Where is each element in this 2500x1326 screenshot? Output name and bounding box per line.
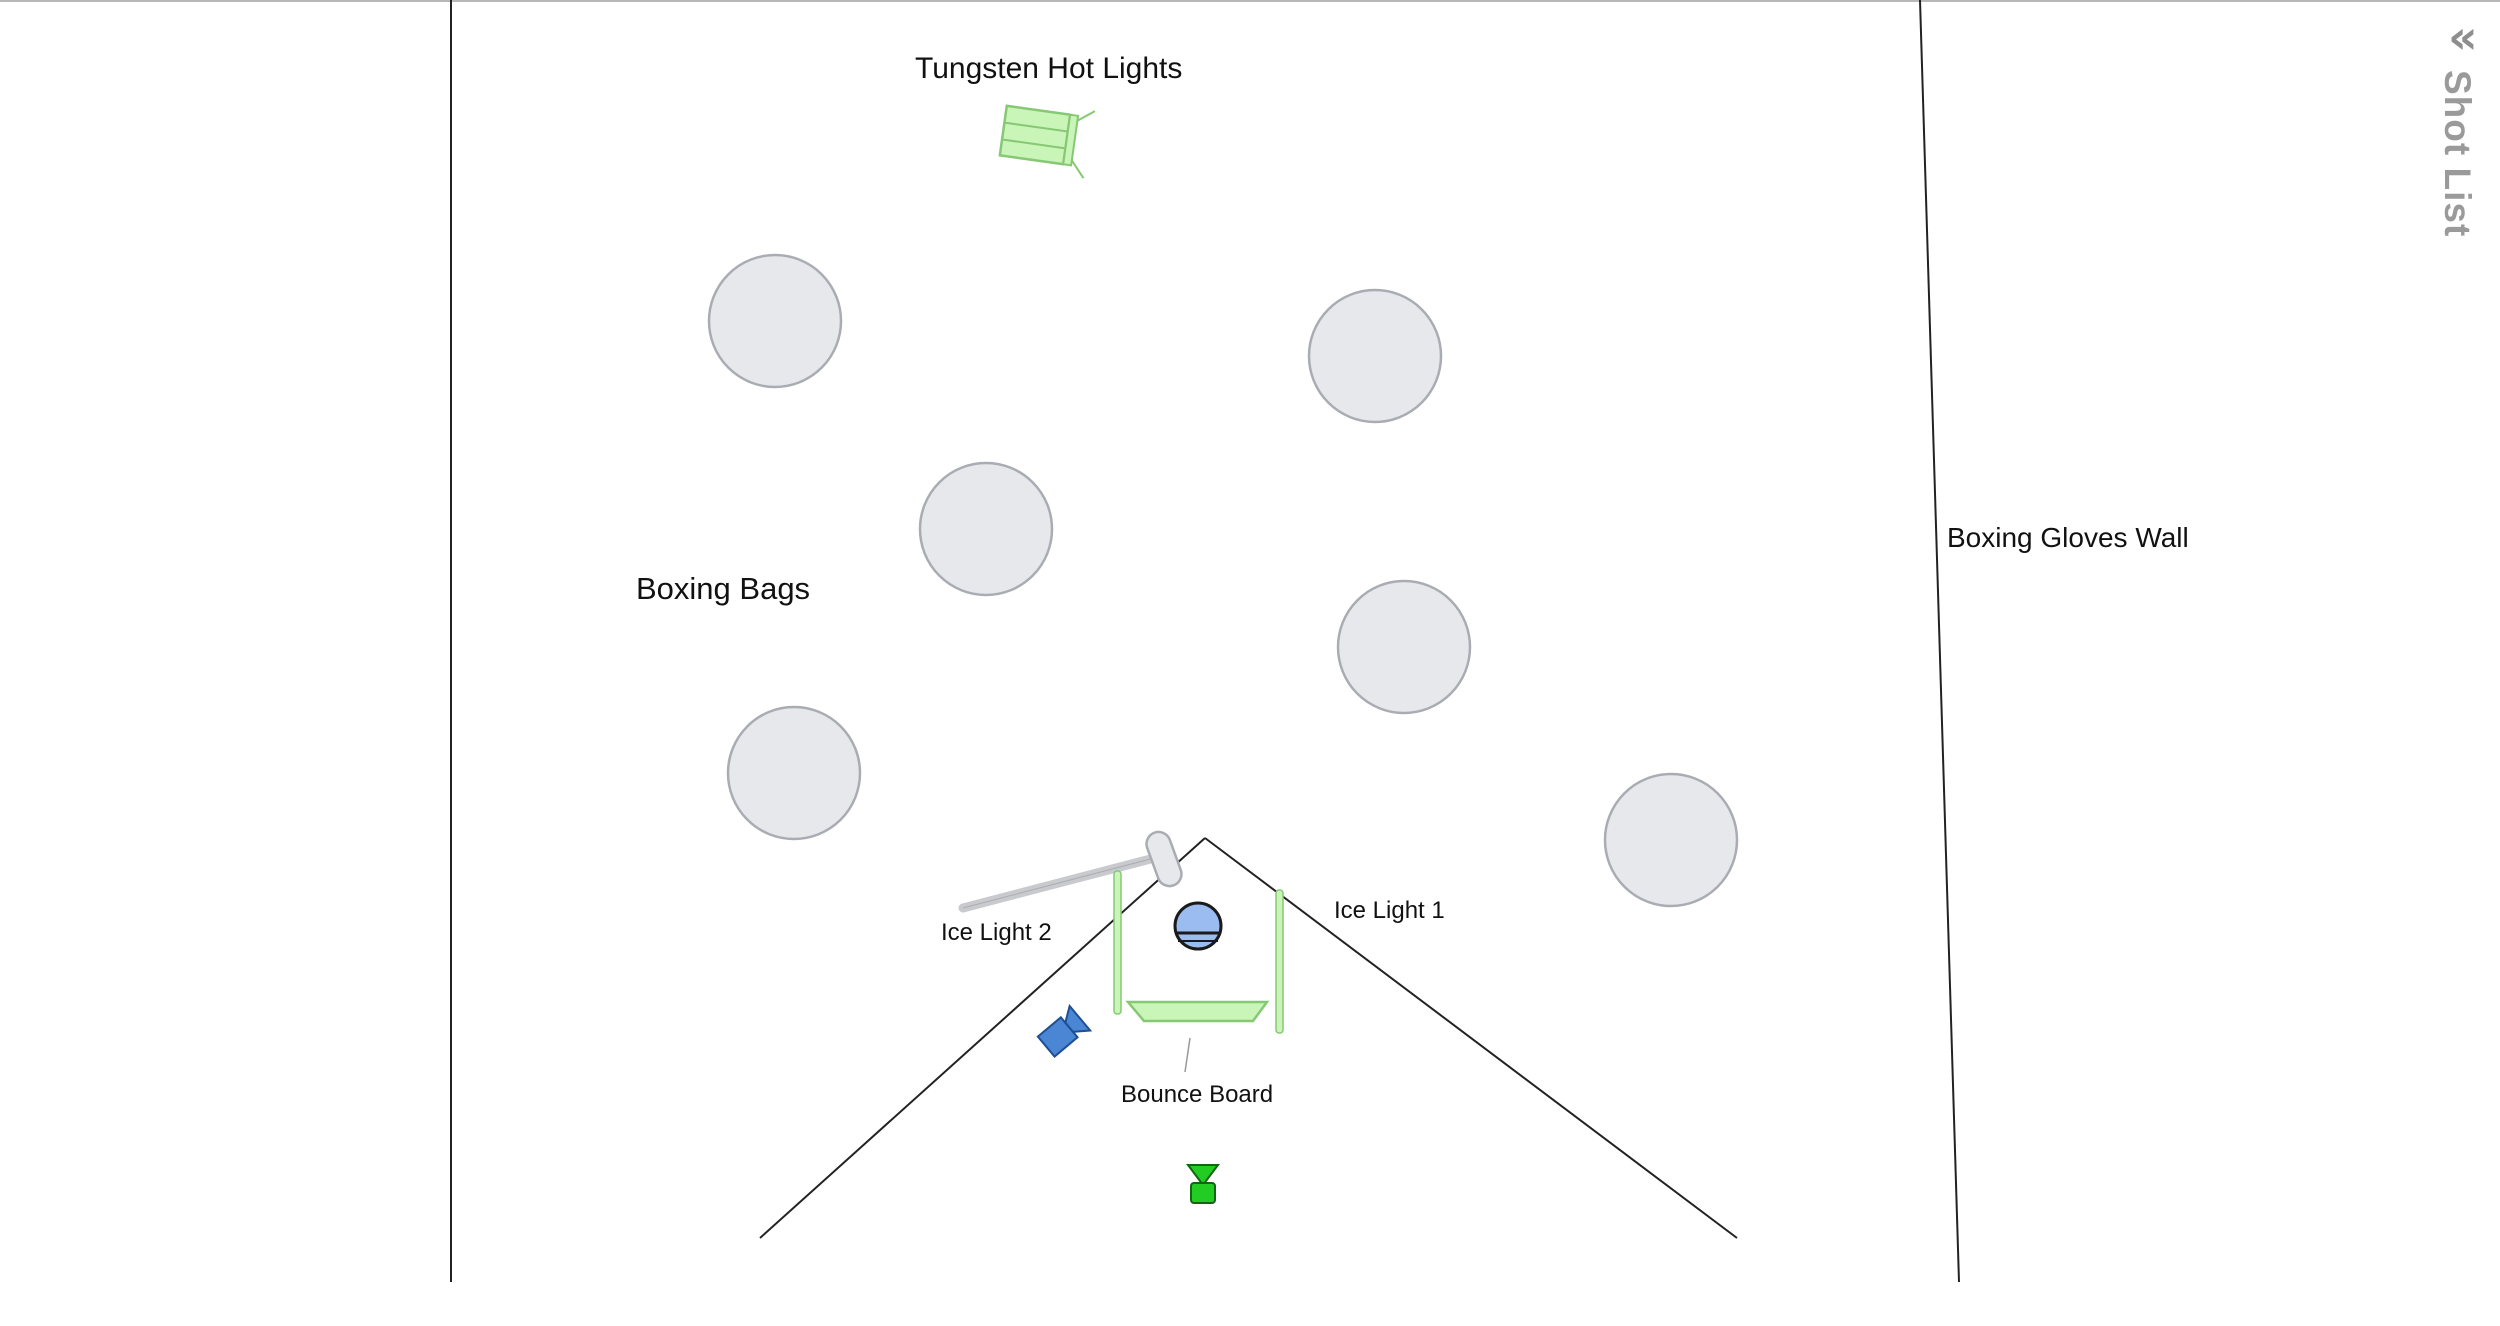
shot-list-tab[interactable]: « Shot List [2430,14,2494,254]
subject-icon[interactable] [1173,901,1223,951]
camera-icon[interactable] [1186,1164,1220,1204]
boxing-bags-label: Boxing Bags [636,571,810,606]
ice-light-1-icon[interactable] [1275,889,1284,1034]
tungsten-hot-lights-label: Tungsten Hot Lights [915,52,1182,85]
boxing-bag[interactable] [918,461,1054,597]
bounce-board-icon[interactable] [1125,1000,1270,1023]
bounce-board-label: Bounce Board [1121,1081,1273,1108]
bounce-board-pointer [1184,1037,1191,1073]
ice-light-2-icon[interactable] [1113,870,1122,1015]
ice-light-1-label: Ice Light 1 [1334,897,1445,924]
boxing-gloves-wall[interactable] [1919,0,1960,1283]
boxing-bag[interactable] [726,705,862,841]
set-wall-left[interactable] [759,837,1206,1239]
video-camera-icon[interactable] [1036,1003,1093,1059]
boxing-bag[interactable] [1603,772,1739,908]
boxing-bag[interactable] [1307,288,1443,424]
shot-list-label[interactable]: Shot List [2437,70,2478,238]
ice-light-2-label: Ice Light 2 [941,919,1052,946]
boxing-bag[interactable] [707,253,843,389]
boxing-bag[interactable] [1336,579,1472,715]
tungsten-hot-light-icon[interactable] [998,99,1096,179]
top-border [0,0,2500,2]
set-wall-right[interactable] [1204,837,1738,1239]
boom-stand-icon[interactable] [958,829,1185,913]
double-chevron-left-icon[interactable]: « [2448,10,2478,64]
boxing-gloves-wall-label: Boxing Gloves Wall [1947,522,2189,553]
